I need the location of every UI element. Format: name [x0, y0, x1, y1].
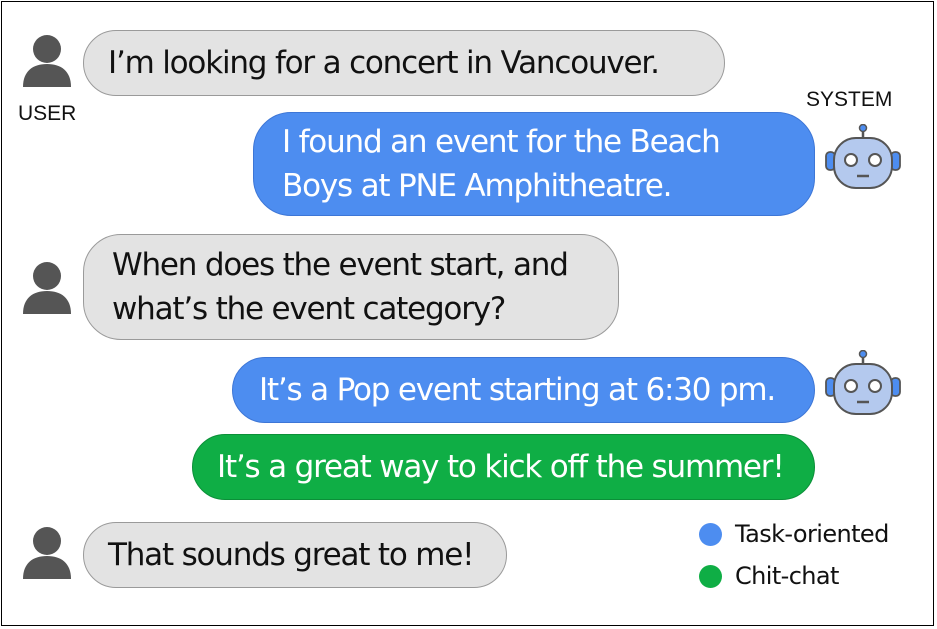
- message-text: I’m looking for a concert in Vancouver.: [108, 45, 660, 81]
- message-bubble-task-oriented: It’s a Pop event starting at 6:30 pm.: [232, 357, 815, 423]
- message-bubble-user: I’m looking for a concert in Vancouver.: [83, 30, 725, 96]
- robot-icon: [825, 350, 901, 415]
- message-bubble-task-oriented: I found an event for the Beach Boys at P…: [253, 112, 815, 216]
- user-icon: [23, 527, 71, 579]
- message-bubble-user: When does the event start, and what’s th…: [83, 234, 619, 340]
- legend-label-chit-chat: Chit-chat: [735, 562, 839, 590]
- message-text: It’s a Pop event starting at 6:30 pm.: [259, 372, 776, 408]
- system-label: SYSTEM: [806, 88, 893, 111]
- message-text: I found an event for the Beach Boys at P…: [282, 124, 721, 204]
- legend-dot-chit-chat: [699, 565, 722, 588]
- legend-dot-task-oriented: [699, 523, 722, 546]
- message-bubble-chit-chat: It’s a great way to kick off the summer!: [192, 434, 815, 500]
- message-text: That sounds great to me!: [108, 537, 475, 573]
- message-text: It’s a great way to kick off the summer!: [217, 449, 785, 485]
- message-text: When does the event start, and what’s th…: [112, 247, 569, 327]
- message-bubble-user: That sounds great to me!: [83, 522, 507, 588]
- legend-label-task-oriented: Task-oriented: [735, 520, 889, 548]
- user-icon: [23, 35, 71, 87]
- user-label: USER: [18, 102, 77, 125]
- user-icon: [23, 262, 71, 314]
- robot-icon: [825, 124, 901, 189]
